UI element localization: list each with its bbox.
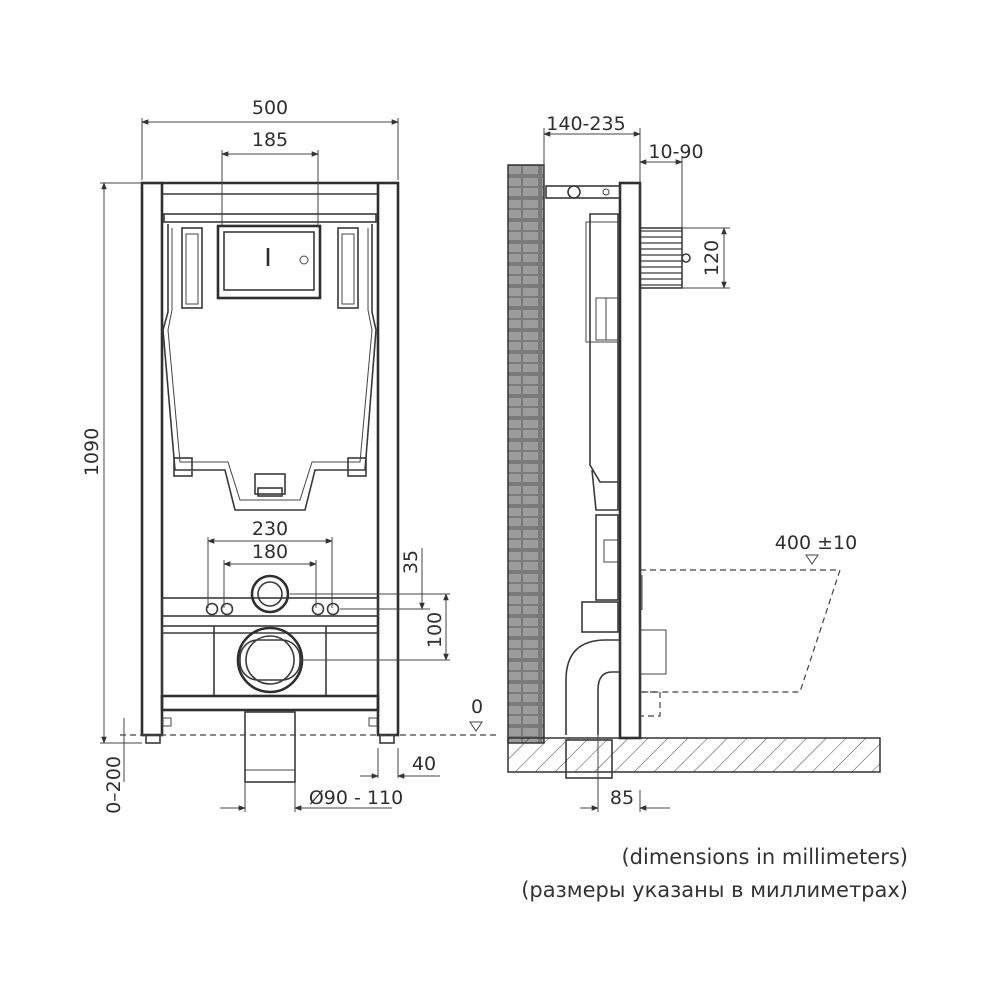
dim-spacing-230: 230 [252,518,288,540]
dim-offset-35: 35 [400,550,422,574]
units-note-ru: (размеры указаны в миллиметрах) [521,878,908,902]
dim-depth-140-235: 140-235 [546,113,625,135]
dim-seat-height: 400 ±10 [775,532,857,554]
dim-offset-85: 85 [610,787,634,809]
dim-spacing-180: 180 [252,541,288,563]
dim-range-10-90: 10-90 [648,141,703,163]
dim-height-1090: 1090 [81,428,103,476]
dim-diameter: Ø90 - 110 [309,787,403,809]
flush-grill [639,227,683,289]
dim-offset-100: 100 [424,612,446,648]
dim-spacing-185: 185 [252,129,288,151]
floor-slab [507,737,881,773]
dim-leg-0-200: 0–200 [103,756,125,814]
dim-height-120: 120 [701,240,723,276]
brick-wall [507,164,545,744]
front-view: 500 185 1090 0–200 230 180 35 100 40 Ø90… [81,97,500,814]
dim-offset-40: 40 [412,753,436,775]
dim-width-500: 500 [252,97,288,119]
side-view: 140-235 10-90 120 400 ±10 0 85 [469,113,881,812]
dim-floor-level: 0 [471,696,483,718]
units-note-en: (dimensions in millimeters) [621,845,908,869]
